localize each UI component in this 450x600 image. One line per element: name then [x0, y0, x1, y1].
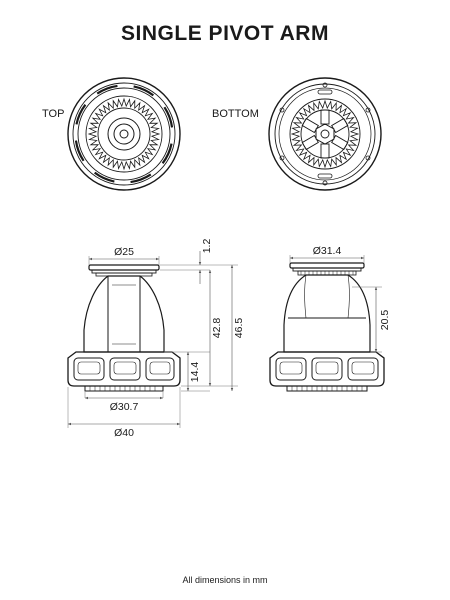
dim-base-diameter: Ø40	[114, 427, 134, 439]
side-view-right: Ø31.4 20.5	[269, 245, 391, 392]
top-view-label: TOP	[42, 108, 64, 120]
bottom-view-label: BOTTOM	[212, 108, 259, 120]
units-note: All dimensions in mm	[182, 575, 268, 585]
dim-bottom-diameter: Ø30.7	[110, 401, 139, 413]
top-view	[67, 77, 181, 191]
dim-total-height: 46.5	[233, 318, 245, 339]
dim-mid-height: 42.8	[211, 318, 223, 339]
dim-right-top-diameter: Ø31.4	[313, 245, 342, 257]
side-view-left: Ø25 1.2 42.8 46.5 14.4 Ø30.7 Ø40	[67, 239, 245, 439]
dim-base-height: 14.4	[189, 362, 201, 383]
dim-top-diameter: Ø25	[114, 246, 134, 258]
page-title: SINGLE PIVOT ARM	[121, 22, 329, 45]
bottom-view	[268, 77, 382, 191]
dim-dome-height: 20.5	[379, 310, 391, 331]
dim-top-thickness: 1.2	[201, 239, 213, 254]
